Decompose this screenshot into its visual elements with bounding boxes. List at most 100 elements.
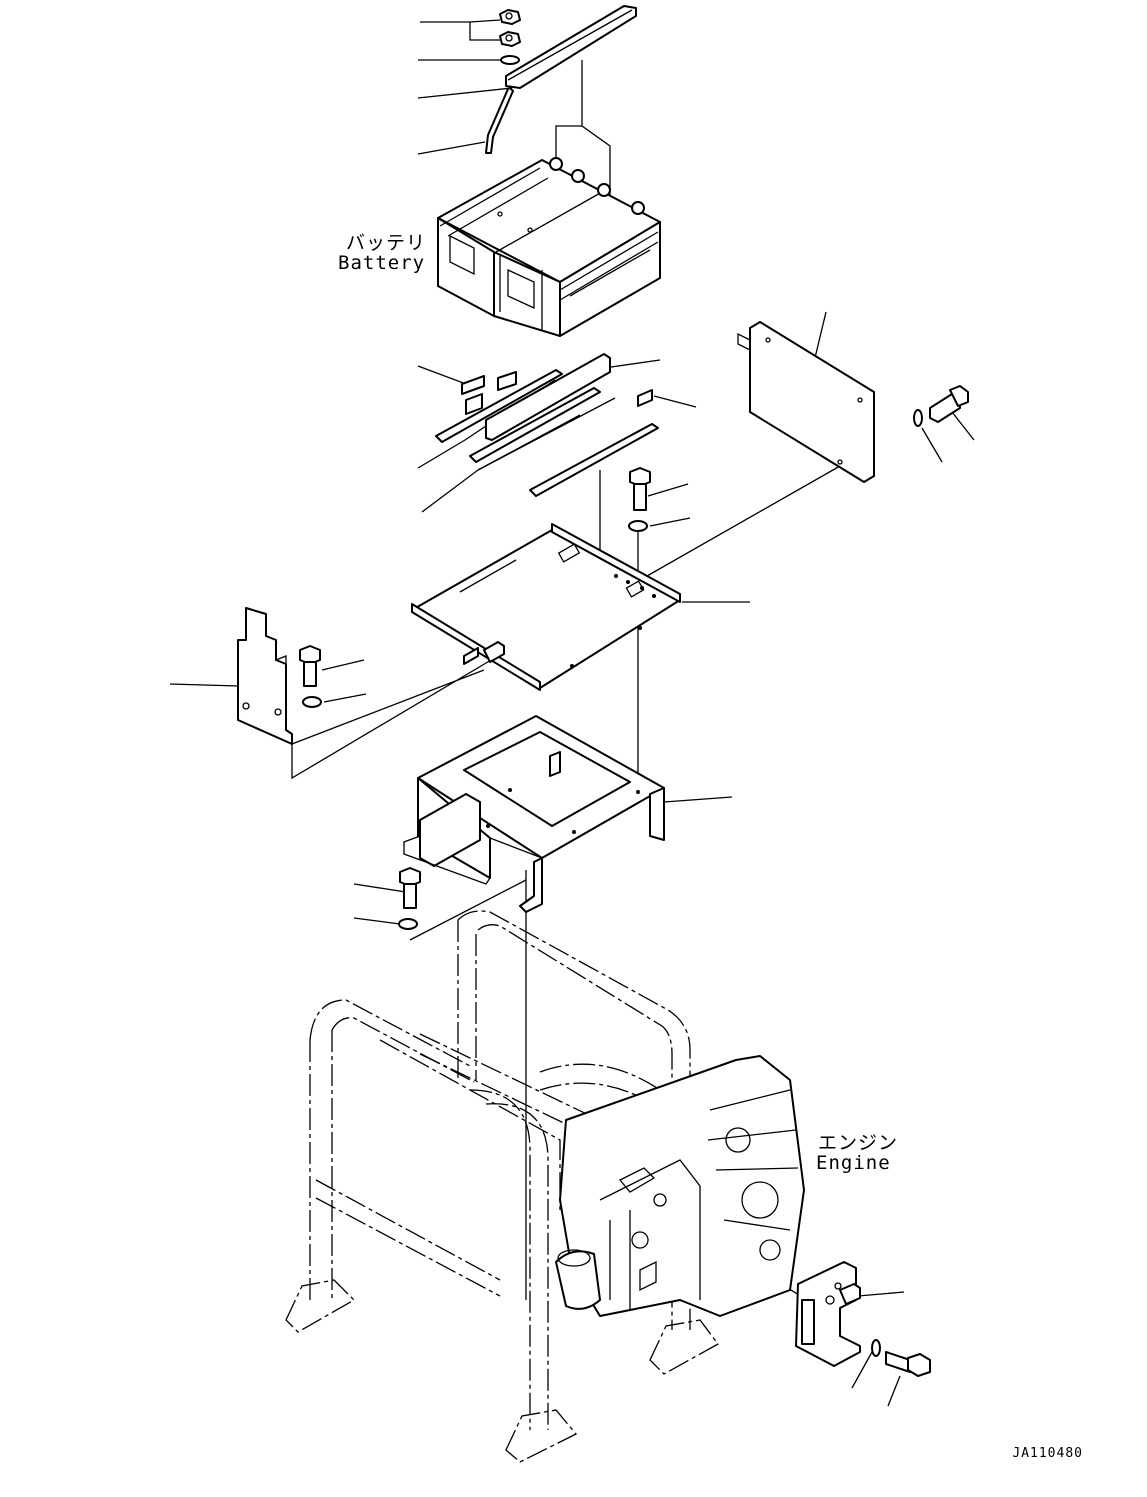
frame-top-right bbox=[457, 910, 691, 1330]
leader-j-bolt bbox=[417, 141, 486, 155]
engine bbox=[555, 1055, 805, 1317]
stand-opening bbox=[463, 731, 631, 827]
strip-1 bbox=[435, 369, 563, 443]
pad-small-3 bbox=[497, 371, 517, 391]
frame-post-front bbox=[469, 1089, 549, 1430]
leader-hold-bar bbox=[417, 87, 513, 99]
bracket-bolt-head bbox=[299, 645, 321, 665]
engine-detail-1 bbox=[599, 1159, 701, 1310]
leader-bracket-bolt bbox=[321, 659, 365, 671]
cover-plate bbox=[737, 321, 969, 483]
battery-stand bbox=[398, 715, 665, 930]
engine-label-jp: エンジン bbox=[818, 1132, 899, 1154]
leader-pad-right bbox=[653, 395, 697, 408]
figure-id: JA110480 bbox=[1012, 1446, 1083, 1461]
relay-bolt-shank bbox=[885, 1351, 911, 1373]
engine-detail-3 bbox=[618, 1167, 657, 1292]
bracket-bolt-shank bbox=[303, 661, 317, 687]
frame-beam-low bbox=[315, 1179, 501, 1297]
strip-3 bbox=[529, 423, 659, 497]
leader-stand bbox=[663, 796, 733, 803]
pad-small-2 bbox=[465, 393, 483, 415]
leader-pad-small bbox=[417, 365, 467, 385]
leader-nuts bbox=[420, 21, 500, 41]
leader-cover-washer bbox=[921, 427, 943, 463]
pad-right bbox=[637, 389, 653, 407]
pad-small-1 bbox=[461, 375, 485, 395]
tray-washer bbox=[628, 520, 648, 532]
cover-washer bbox=[913, 409, 923, 427]
leader-strip-c bbox=[477, 397, 616, 471]
j-bolt bbox=[485, 87, 514, 154]
battery-handle-2 bbox=[507, 268, 535, 310]
leader-tray-washer bbox=[649, 517, 691, 527]
battery-tray bbox=[411, 523, 681, 691]
battery-label-jp: バッテリ bbox=[346, 232, 427, 254]
tray-back-lip bbox=[551, 523, 681, 603]
spacer-long bbox=[485, 353, 611, 441]
tray-bolt-shank bbox=[633, 483, 647, 511]
cover-plate-body bbox=[749, 321, 875, 483]
spacer-strips bbox=[435, 353, 659, 497]
leader-side-bracket bbox=[169, 683, 239, 687]
assembly-line-cover bbox=[639, 465, 841, 581]
side-bracket bbox=[237, 607, 322, 745]
top-hardware bbox=[485, 5, 637, 154]
leader-relay-washer bbox=[851, 1351, 873, 1389]
stand-bolt-shank bbox=[403, 883, 417, 909]
stand-front-leg bbox=[519, 857, 543, 913]
assembly-line-bracket bbox=[291, 649, 509, 780]
stand-back-leg bbox=[649, 787, 665, 841]
frame-foot-left bbox=[285, 1279, 356, 1333]
leader-cover bbox=[813, 311, 827, 363]
frame-phantom bbox=[285, 910, 719, 1463]
leader-bracket-washer bbox=[323, 693, 367, 703]
nut-2 bbox=[499, 31, 521, 47]
tray-floor bbox=[411, 529, 681, 689]
tray-hardware bbox=[628, 467, 651, 532]
leader-stand-washer bbox=[353, 917, 401, 925]
terminal-2 bbox=[571, 169, 585, 183]
leader-tray-bolt bbox=[647, 483, 689, 497]
leader-nut-top bbox=[469, 19, 501, 23]
relay-terminal bbox=[801, 1299, 815, 1345]
relay-bracket bbox=[795, 1261, 931, 1377]
nut-1 bbox=[499, 9, 521, 25]
tray-bolt-head bbox=[629, 467, 651, 487]
frame-post-back bbox=[457, 920, 477, 1080]
frame-plate bbox=[379, 1039, 561, 1210]
terminal-3 bbox=[597, 183, 611, 197]
relay-bolt-head bbox=[907, 1353, 931, 1377]
battery-right-side bbox=[559, 221, 661, 337]
washer-1 bbox=[500, 55, 520, 65]
leader-spacer-long bbox=[603, 359, 661, 369]
oil-filter bbox=[555, 1250, 601, 1310]
stand-bolt-head bbox=[399, 867, 421, 887]
leader-relay bbox=[857, 1291, 905, 1297]
stand-washer bbox=[398, 918, 418, 930]
leader-stand-bolt bbox=[353, 883, 407, 893]
battery-label-en: Battery bbox=[338, 252, 426, 274]
frame-foot-right bbox=[649, 1319, 719, 1375]
batteries bbox=[437, 157, 661, 337]
cover-bolt-head bbox=[949, 385, 969, 407]
bracket-washer bbox=[302, 696, 322, 708]
engine-label-en: Engine bbox=[816, 1152, 891, 1174]
frame-foot-front bbox=[505, 1409, 578, 1463]
assembly-line-stand-bolt bbox=[409, 879, 527, 941]
frame-top-left bbox=[309, 999, 475, 1083]
leader-lines bbox=[169, 19, 975, 1407]
leader-relay-bolt bbox=[887, 1375, 901, 1407]
strip-2 bbox=[469, 387, 601, 463]
frame-post-left-front bbox=[309, 1030, 333, 1300]
stand-step bbox=[419, 793, 481, 867]
terminal-4 bbox=[631, 201, 645, 215]
battery-handle-1 bbox=[449, 234, 475, 276]
leader-cover-bolt bbox=[951, 411, 975, 441]
relay-washer bbox=[871, 1339, 881, 1357]
terminal-1 bbox=[549, 157, 563, 171]
engine-detail-2 bbox=[707, 1089, 799, 1231]
side-bracket-body bbox=[237, 607, 293, 745]
